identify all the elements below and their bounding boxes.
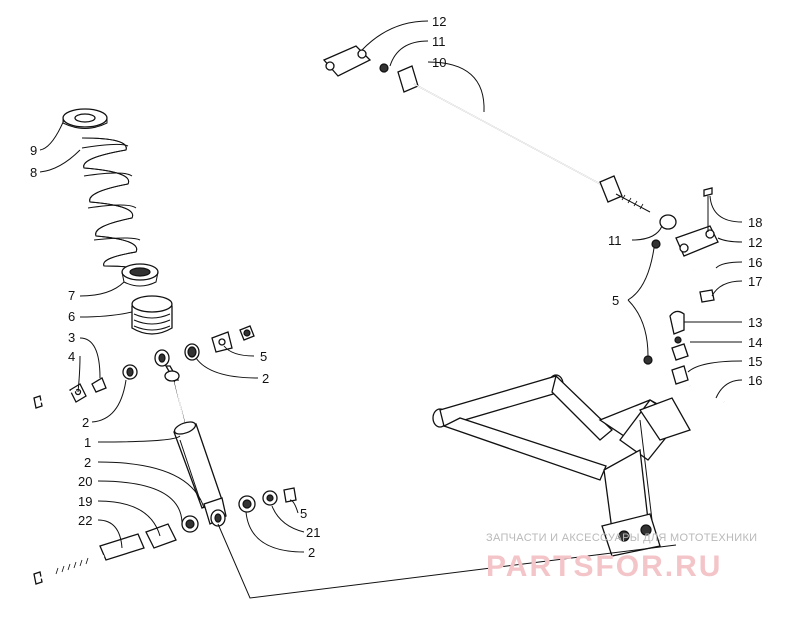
callout-12-b: 12 (748, 235, 762, 250)
watermark-tagline: ЗАПЧАСТИ И АКСЕССУАРЫ ДЛЯ МОТОТЕХНИКИ (486, 532, 757, 544)
callout-11-b: 11 (608, 233, 622, 248)
callout-8: 8 (30, 165, 37, 180)
callout-2-b: 2 (84, 455, 91, 470)
callout-13: 13 (748, 315, 762, 330)
callout-2-d: 2 (308, 545, 315, 560)
callout-6: 6 (68, 309, 75, 324)
callout-7: 7 (68, 288, 75, 303)
callout-18: 18 (748, 215, 762, 230)
callout-20: 20 (78, 474, 92, 489)
spring-seat-part (121, 263, 159, 287)
spring-retainer-part (62, 108, 108, 129)
callout-16-a: 16 (748, 255, 762, 270)
leader-lines (39, 20, 743, 599)
callout-2-a: 2 (82, 415, 89, 430)
upper-mount-hardware (33, 325, 255, 409)
coil-spring-part (81, 137, 141, 273)
watermark: ЗАПЧАСТИ И АКСЕССУАРЫ ДЛЯ МОТОТЕХНИКИ PA… (486, 532, 757, 583)
callout-15: 15 (748, 354, 762, 369)
watermark-brand: PARTSFOR.RU (486, 550, 722, 583)
callout-1: 1 (84, 435, 91, 450)
link-hardware-right (643, 187, 729, 403)
callout-17: 17 (748, 274, 762, 289)
spindle-part (601, 397, 691, 557)
callout-21: 21 (306, 525, 320, 540)
callout-19: 19 (78, 494, 92, 509)
callout-9: 9 (30, 143, 37, 158)
callout-12-a: 12 (432, 14, 446, 29)
callout-2-c: 2 (262, 371, 269, 386)
shock-absorber-part (154, 349, 227, 527)
callout-22: 22 (78, 513, 92, 528)
callout-5-a: 5 (260, 349, 267, 364)
callout-5-c: 5 (612, 293, 619, 308)
spring-adjuster-part (131, 295, 173, 335)
callout-labels: 9 8 7 6 3 4 2 1 2 20 19 22 5 2 5 21 2 12… (30, 14, 762, 560)
callout-16-b: 16 (748, 373, 762, 388)
callout-11-a: 11 (432, 34, 446, 49)
callout-10: 10 (432, 55, 446, 70)
link-rod-part (322, 45, 719, 257)
lower-mount-hardware (33, 487, 297, 585)
callout-14: 14 (748, 335, 762, 350)
callout-5-b: 5 (300, 506, 307, 521)
callout-4: 4 (68, 349, 75, 364)
callout-3: 3 (68, 330, 75, 345)
